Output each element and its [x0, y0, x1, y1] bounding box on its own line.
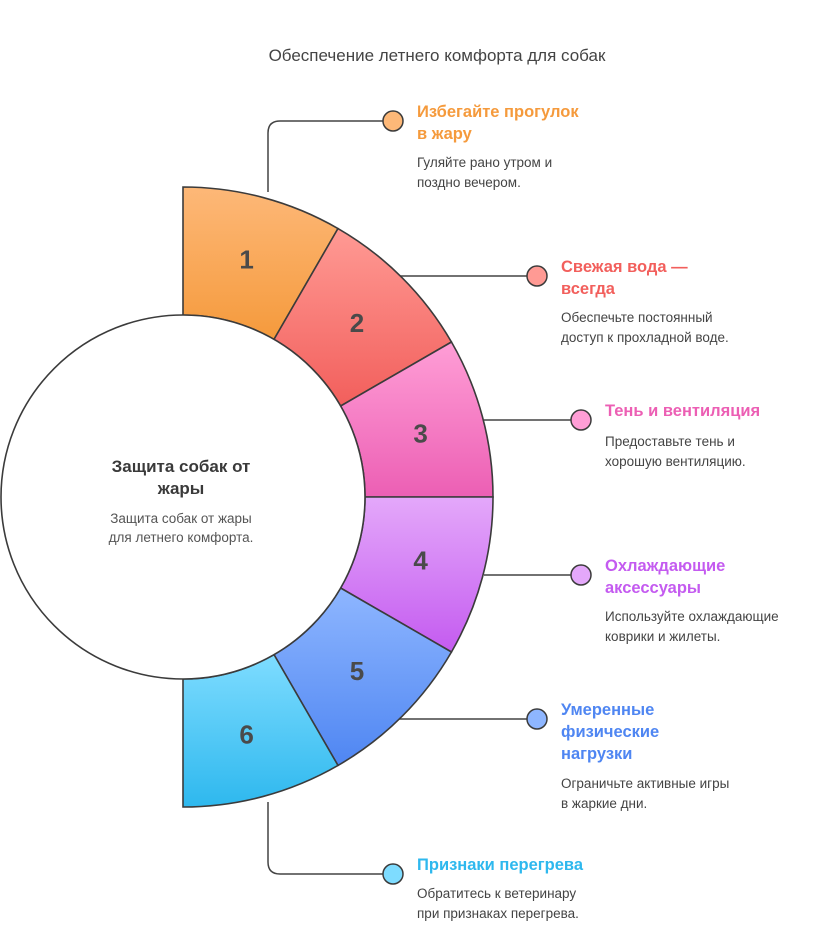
item-title-line: Охлаждающие: [605, 557, 725, 575]
item-title: Свежая вода — всегда: [561, 258, 688, 298]
item-title-line: Свежая вода —: [561, 258, 688, 276]
hub-desc-line: для летнего комфорта.: [109, 530, 254, 545]
segment-number: 6: [239, 720, 253, 750]
item-title-line: всегда: [561, 280, 616, 298]
diagram-title: Обеспечение летнего комфорта для собак: [269, 46, 606, 65]
item-desc: Предоставьте тень и хорошую вентиляцию.: [605, 434, 746, 469]
marker-dot: [526, 708, 548, 730]
segment-number: 3: [413, 418, 427, 448]
connector-line: [267, 802, 393, 875]
ring-segments: 1 2 3 4 5 6: [182, 186, 494, 808]
hub-title: Защита собак от жары: [112, 457, 251, 498]
item-desc-line: Используйте охлаждающие: [605, 609, 779, 624]
item-title: Умеренные физические нагрузки: [561, 701, 659, 763]
item-title-line: аксессуары: [605, 579, 701, 597]
hub-desc: Защита собак от жары для летнего комфорта…: [109, 511, 254, 545]
item-title-line: Избегайте прогулок: [417, 103, 579, 121]
marker-dot: [570, 564, 592, 586]
item-title-line: Тень и вентиляция: [605, 402, 760, 420]
item-title: Избегайте прогулок в жару: [417, 103, 579, 143]
item-desc: Обеспечьте постоянный доступ к прохладной…: [561, 310, 729, 345]
marker-dot: [570, 409, 592, 431]
segment-number: 4: [413, 546, 428, 576]
item-desc: Ограничьте активные игры в жаркие дни.: [561, 776, 729, 811]
item-title-line: в жару: [417, 125, 473, 143]
item-title-line: Признаки перегрева: [417, 856, 584, 874]
marker-dot: [382, 110, 404, 132]
item-desc-line: Гуляйте рано утром и: [417, 155, 552, 170]
item-desc-line: хорошую вентиляцию.: [605, 454, 746, 469]
item-desc: Обратитесь к ветеринару при признаках пер…: [417, 886, 579, 921]
item-desc-line: Обеспечьте постоянный: [561, 310, 713, 325]
item-desc-line: поздно вечером.: [417, 175, 521, 190]
item-desc-line: Ограничьте активные игры: [561, 776, 729, 791]
marker-dot: [382, 863, 404, 885]
item-title: Охлаждающие аксессуары: [605, 557, 725, 597]
hub-title-line: Защита собак от: [112, 457, 251, 476]
item-title-line: нагрузки: [561, 745, 632, 763]
segment-number: 2: [350, 308, 364, 338]
connector-line: [267, 120, 393, 192]
item-desc: Используйте охлаждающие коврики и жилеты.: [605, 609, 779, 644]
connectors: [267, 120, 581, 875]
item-title-line: физические: [561, 723, 659, 741]
segment-number: 1: [239, 244, 253, 274]
hub-desc-line: Защита собак от жары: [110, 511, 252, 526]
item-desc-line: доступ к прохладной воде.: [561, 330, 729, 345]
hub-circle: [0, 314, 366, 680]
item-desc-line: Обратитесь к ветеринару: [417, 886, 576, 901]
hub-title-line: жары: [157, 479, 205, 498]
item-title: Признаки перегрева: [417, 856, 584, 874]
item-desc-line: Предоставьте тень и: [605, 434, 735, 449]
item-desc-line: в жаркие дни.: [561, 796, 647, 811]
item-desc-line: коврики и жилеты.: [605, 629, 720, 644]
item-desc: Гуляйте рано утром и поздно вечером.: [417, 155, 552, 190]
item-desc-line: при признаках перегрева.: [417, 906, 579, 921]
marker-dot: [526, 265, 548, 287]
item-title: Тень и вентиляция: [605, 402, 760, 420]
item-title-line: Умеренные: [561, 701, 654, 719]
segment-number: 5: [350, 656, 364, 686]
